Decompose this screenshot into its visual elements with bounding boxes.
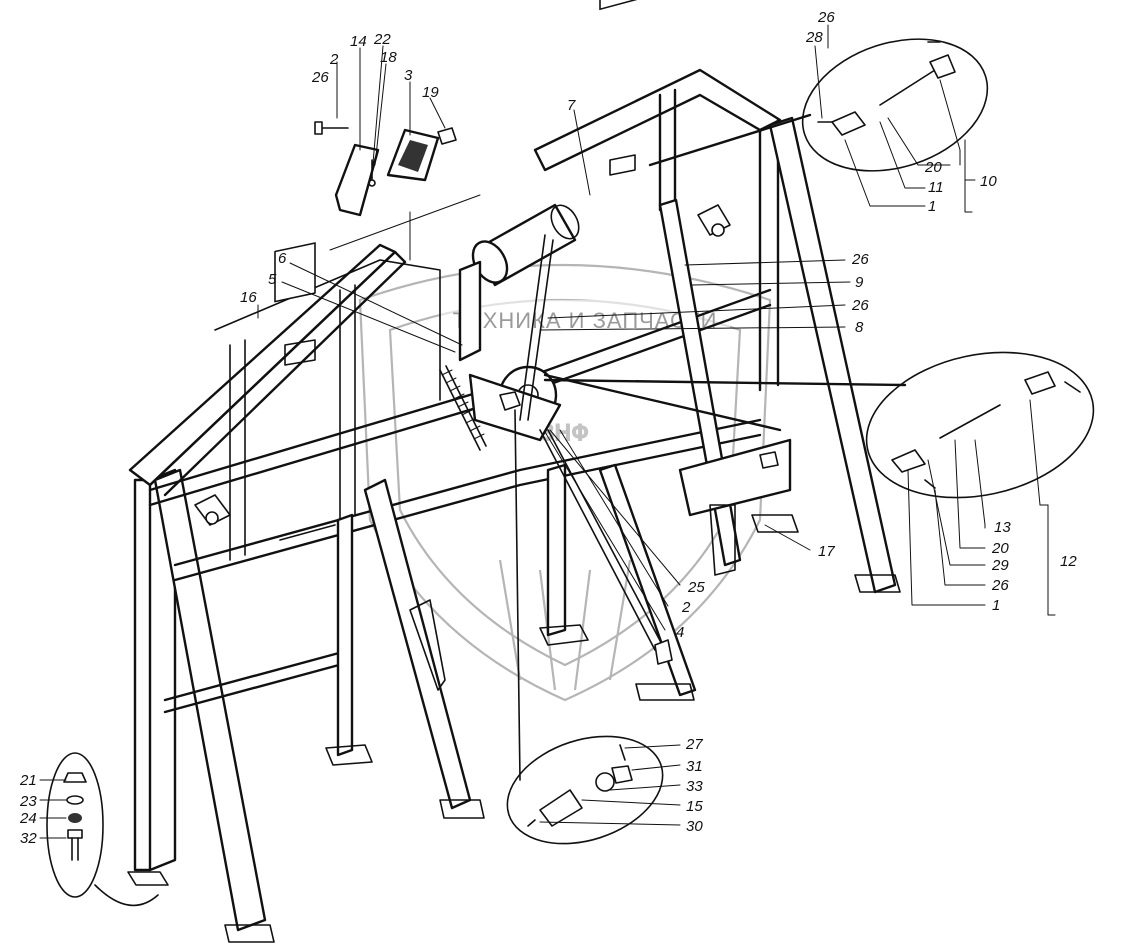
callout-11: 11	[928, 179, 944, 196]
callout-2: 2	[681, 599, 691, 616]
callout-5: 5	[268, 271, 277, 288]
callout-21: 21	[19, 772, 37, 789]
callout-32: 32	[20, 830, 37, 847]
callout-22: 22	[373, 31, 391, 48]
callout-13: 13	[994, 519, 1011, 536]
inset-12	[865, 351, 1095, 499]
pedal-exploded-parts	[314, 121, 481, 261]
callout-31: 31	[686, 758, 703, 775]
callout-3: 3	[404, 67, 413, 84]
callout-26: 26	[311, 69, 329, 86]
spring	[439, 365, 487, 451]
callout-14: 14	[350, 33, 367, 50]
callout-9: 9	[855, 274, 864, 291]
callout-24: 24	[19, 810, 37, 827]
callout-10: 10	[980, 173, 997, 190]
callout-8: 8	[855, 319, 864, 336]
callout-16: 16	[240, 289, 257, 306]
callout-labels: 14 22 2 18 26 3 19 7 26 28 20 11 1 10 6 …	[19, 9, 1077, 847]
callout-7: 7	[567, 97, 576, 114]
callout-17: 17	[818, 543, 835, 560]
callout-1: 1	[992, 597, 1000, 614]
callout-23: 23	[19, 793, 37, 810]
callout-20: 20	[924, 159, 942, 176]
inset-10	[801, 38, 989, 172]
callout-6: 6	[278, 250, 287, 267]
callout-28: 28	[805, 29, 823, 46]
callout-33: 33	[686, 778, 703, 795]
callout-2: 2	[329, 51, 339, 68]
callout-18: 18	[380, 49, 397, 66]
callout-29: 29	[991, 557, 1009, 574]
callout-20: 20	[991, 540, 1009, 557]
inset-bottom-left	[46, 752, 159, 907]
main-frame	[127, 0, 901, 943]
callout-12: 12	[1060, 553, 1077, 570]
callout-30: 30	[686, 818, 703, 835]
callout-26: 26	[851, 297, 869, 314]
inset-bottom-center	[506, 735, 664, 845]
callout-26: 26	[991, 577, 1009, 594]
callout-19: 19	[422, 84, 439, 101]
central-mechanism	[439, 113, 907, 781]
callout-26: 26	[817, 9, 835, 26]
callout-1: 1	[928, 198, 936, 215]
callout-4: 4	[676, 624, 684, 641]
leader-lines	[39, 24, 1056, 839]
callout-25: 25	[687, 579, 705, 596]
callout-26: 26	[851, 251, 869, 268]
callout-15: 15	[686, 798, 703, 815]
callout-27: 27	[685, 736, 703, 753]
